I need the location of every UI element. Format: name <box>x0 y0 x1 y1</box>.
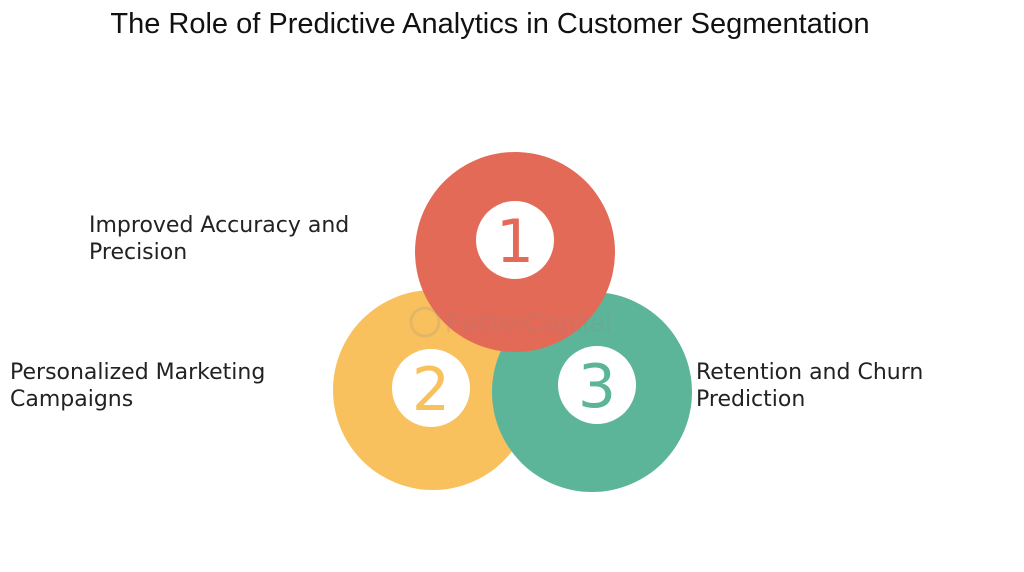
item-3-label-line-2: Prediction <box>696 387 806 412</box>
watermark-text: FasterCapital <box>445 307 612 338</box>
item-3-label-line-1: Retention and Churn <box>696 360 924 385</box>
page-title: The Role of Predictive Analytics in Cust… <box>110 8 870 40</box>
item-2-label-line-2: Campaigns <box>10 387 134 412</box>
item-3-label: Retention and Churn Prediction <box>696 359 923 413</box>
item-1-label-line-2: Precision <box>89 240 188 265</box>
item-1-label: Improved Accuracy and Precision <box>89 212 349 266</box>
item-1-label-line-1: Improved Accuracy and <box>89 213 350 238</box>
number-disc-2 <box>392 349 470 427</box>
number-1: 1 <box>496 207 534 277</box>
number-disc-3 <box>558 346 636 424</box>
watermark: FasterCapital <box>409 306 612 338</box>
number-3: 3 <box>578 352 616 422</box>
watermark-logo-icon <box>409 306 441 338</box>
item-2-label: Personalized Marketing Campaigns <box>10 359 265 413</box>
number-2: 2 <box>412 355 450 425</box>
number-disc-1 <box>476 201 554 279</box>
item-2-label-line-1: Personalized Marketing <box>10 360 266 385</box>
